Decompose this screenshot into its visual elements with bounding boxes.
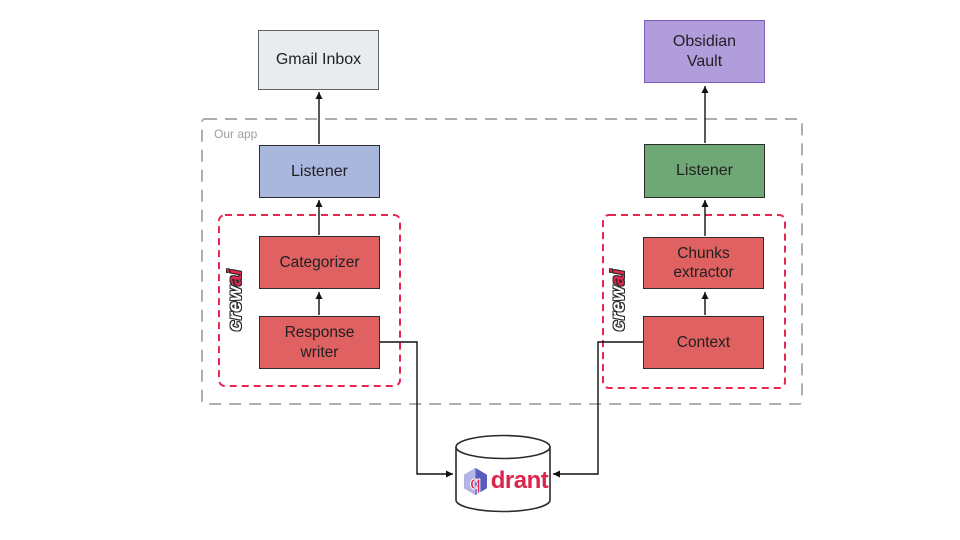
node-response-writer: Response writer: [259, 316, 380, 369]
arrow-responsewriter-to-qdrant: [380, 341, 453, 478]
node-listener-obsidian-label: Listener: [676, 162, 733, 179]
node-obsidian-vault: Obsidian Vault: [644, 20, 765, 83]
our-app-group-label: Our app: [214, 127, 258, 141]
crewai-logo-text: crewai: [225, 269, 247, 331]
node-context-label: Context: [676, 333, 731, 351]
node-response-writer-label-line2: writer: [300, 343, 339, 361]
node-chunks-extractor: Chunks extractor: [643, 237, 764, 289]
qdrant-logo-letter: q: [470, 471, 481, 492]
node-obsidian-vault-label-line2: Vault: [686, 52, 723, 70]
node-gmail-inbox-label: Gmail Inbox: [275, 51, 362, 68]
node-response-writer-label-line1: Response: [284, 324, 355, 342]
node-categorizer: Categorizer: [259, 236, 380, 289]
node-listener-gmail: Listener: [259, 145, 380, 198]
crewai-logo-part-ai: ai: [608, 268, 630, 286]
crewai-logo-part-ai: ai: [225, 268, 247, 286]
qdrant-hexagon-icon: q: [463, 467, 487, 495]
qdrant-wordmark: drant: [490, 467, 549, 494]
arrow-context-to-qdrant: [553, 341, 643, 478]
crewai-logo-left: crewai: [222, 257, 250, 343]
node-categorizer-label: Categorizer: [279, 253, 360, 271]
crewai-logo-part-crew: crew: [225, 285, 247, 332]
qdrant-logo: q drant: [459, 463, 551, 499]
node-context: Context: [643, 316, 764, 369]
node-chunks-extractor-label-line2: extractor: [673, 264, 734, 281]
crewai-logo-part-crew: crew: [608, 285, 630, 332]
node-chunks-extractor-label-line1: Chunks: [677, 244, 730, 262]
crewai-logo-right: crewai: [605, 257, 633, 343]
node-obsidian-vault-label-line1: Obsidian: [672, 32, 737, 50]
node-listener-gmail-label: Listener: [291, 162, 348, 180]
node-listener-obsidian: Listener: [644, 144, 765, 198]
node-gmail-inbox: Gmail Inbox: [258, 30, 379, 90]
crewai-logo-text: crewai: [608, 269, 630, 331]
